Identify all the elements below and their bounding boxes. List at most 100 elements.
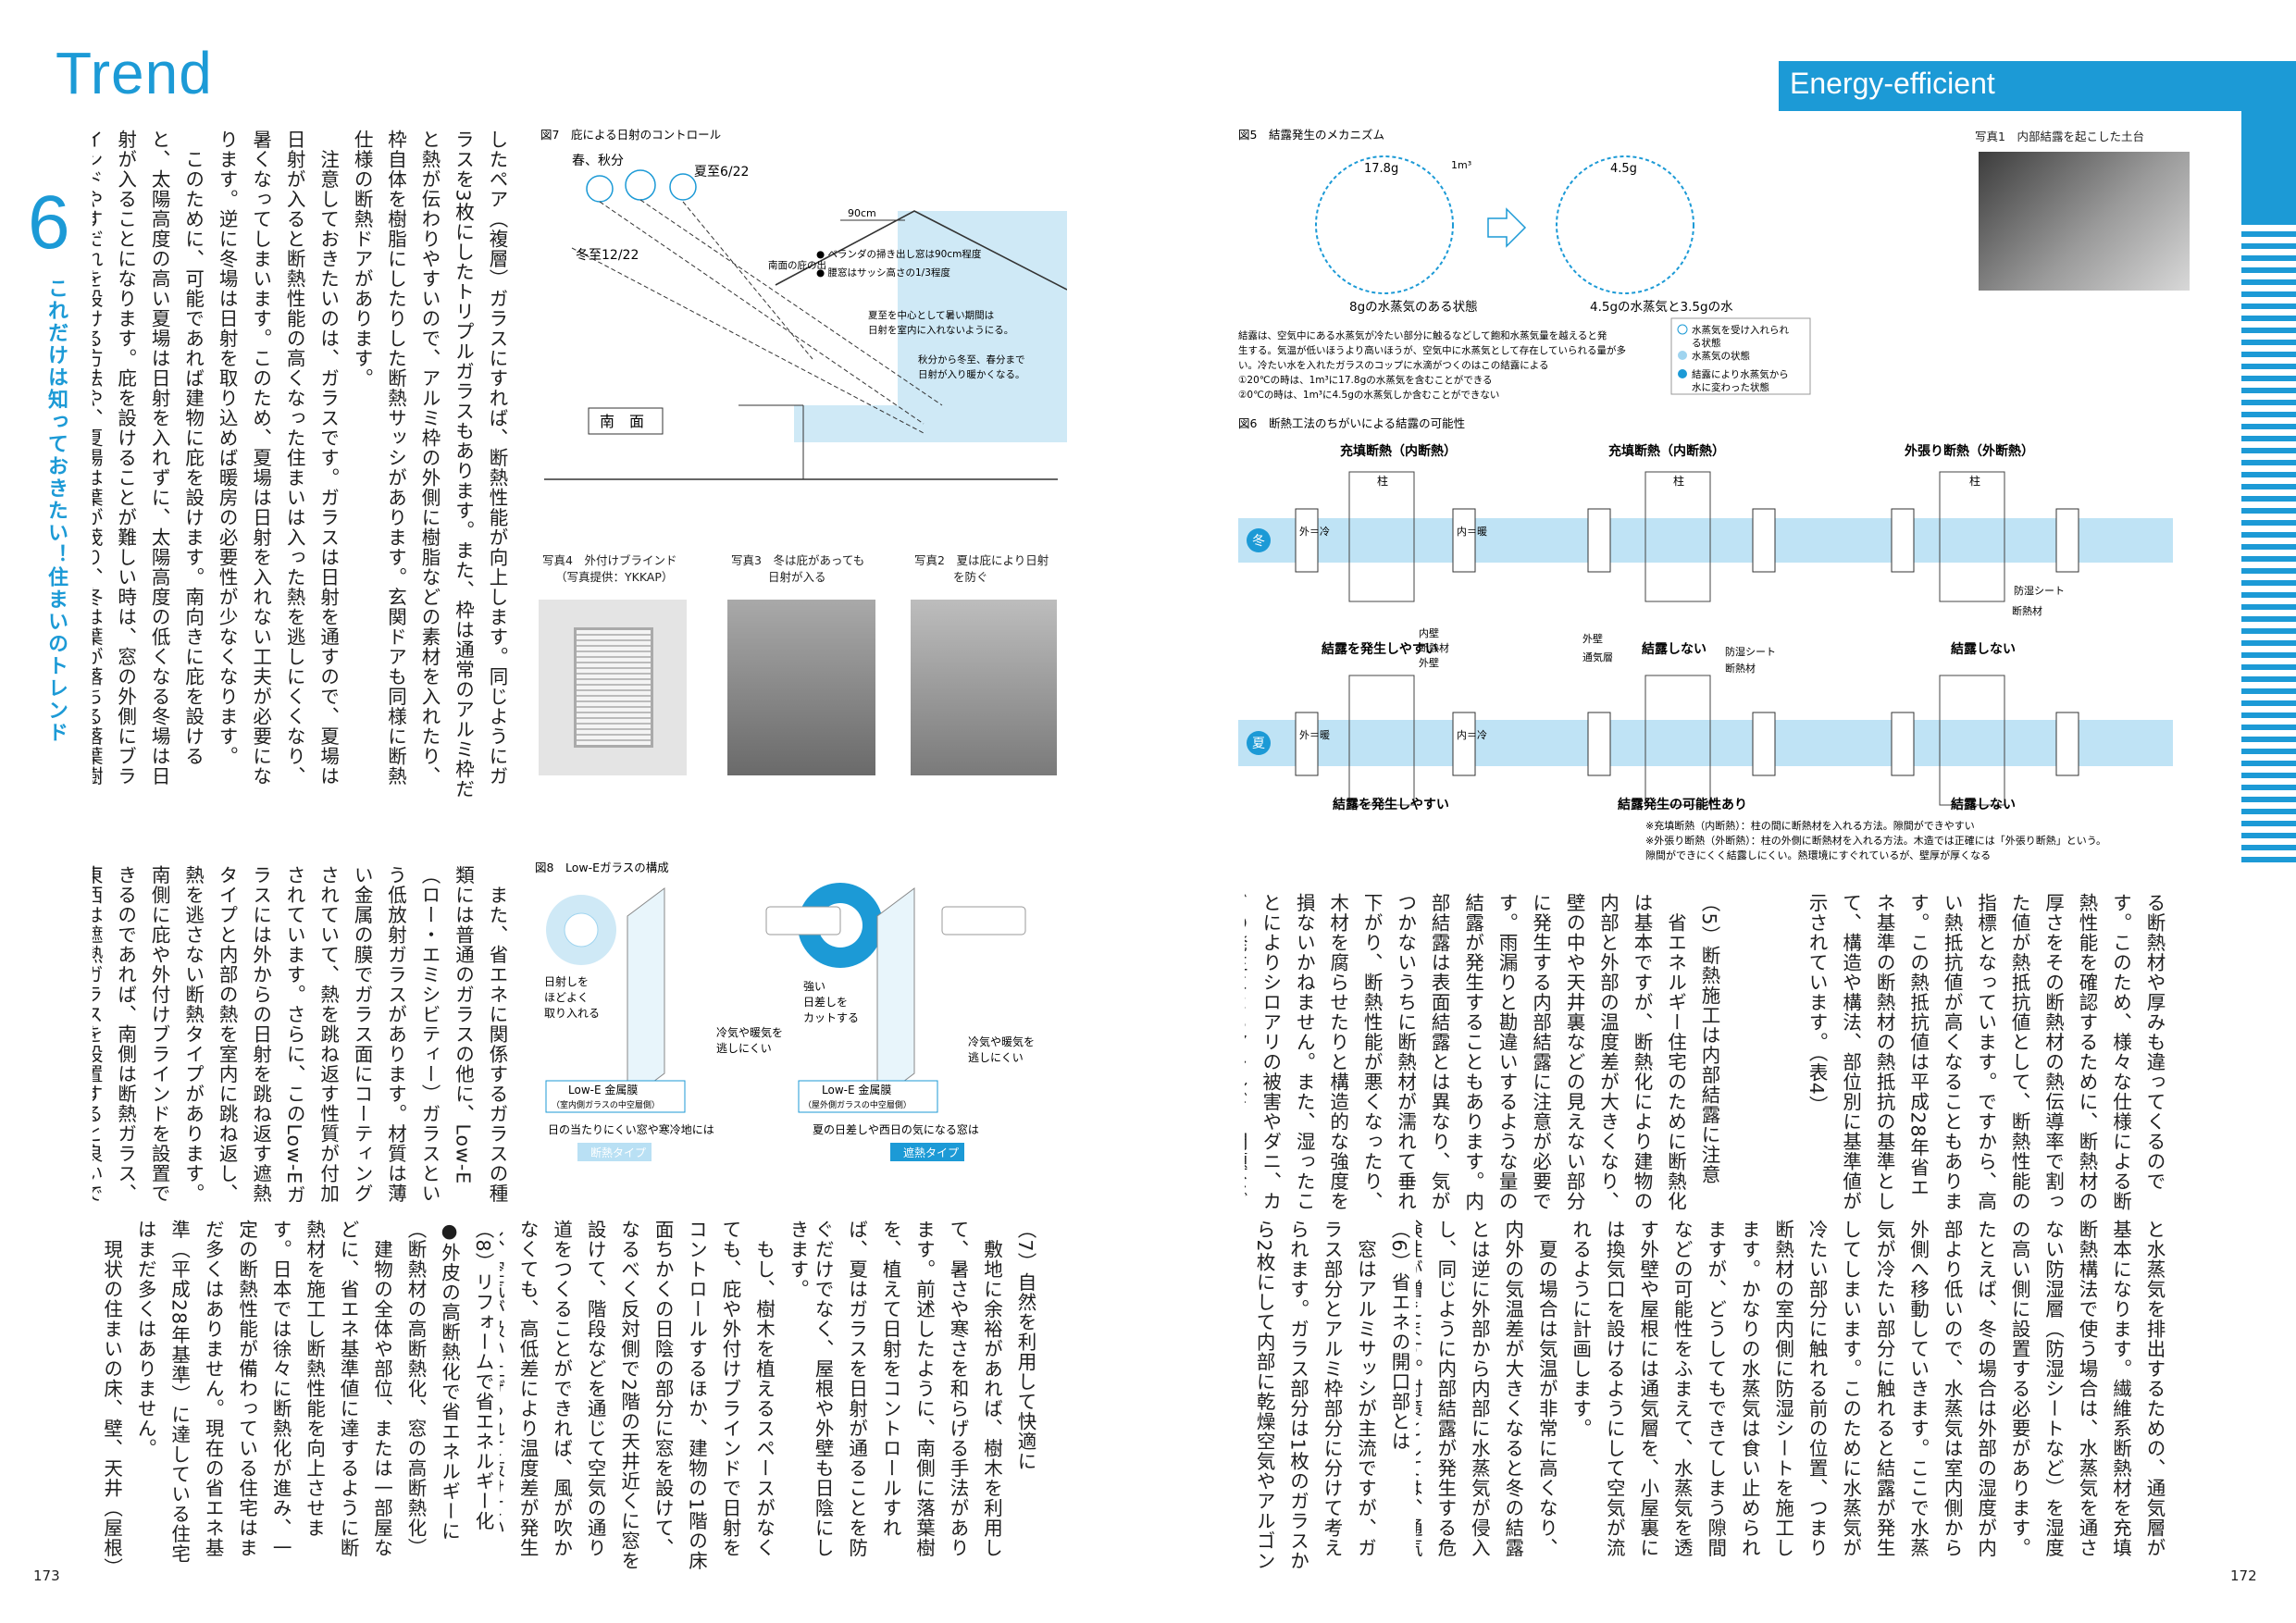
accent-bar — [2241, 111, 2296, 865]
left-bottom-column-1: きます。 もし、樹木を植えるスペースがなくても、庇や外付けブラインドで日射をコン… — [500, 1220, 809, 1571]
fig6-note2: ※外張り断熱（外断熱）：柱の外側に断熱材を入れる方法。木造では正確には「外張り断… — [1645, 834, 2106, 847]
photo4-sub: （写真提供：YKKAP） — [555, 570, 674, 584]
fig5-cap2: 4.5gの水蒸気と3.5gの水 — [1590, 300, 1733, 315]
fig8-lowe-glass: 図8 Low-Eガラスの構成 日射しを ほどよく 取り入れる 冷気や暖気を 逃し… — [535, 861, 1035, 1161]
page-number-right: 172 — [2230, 1567, 2257, 1584]
fig7-bullet-1: ● ベランダの掃き出し窓は90cm程度 — [816, 248, 982, 260]
photo1-title: 写真1 内部結露を起こした土台 — [1975, 130, 2144, 143]
section-banner: Energy-efficient — [1779, 61, 2296, 111]
fig8-left-box1: Low-E 金属膜 — [568, 1083, 638, 1096]
fig8-left-caption: 日の当たりにくい窓や寒冷地には — [548, 1122, 714, 1136]
fig5-condensation: 図5 結露発生のメカニズム 17.8g 4.5g 1m³ 8gの水蒸気のある状態… — [1238, 128, 1811, 401]
chapter-title: これだけは知っておきたい！住まいのトレンド — [44, 278, 68, 744]
fig7-sun-diagram: 図7 庇による日射のコントロール 春、秋分 夏至6/22 冬至12/22 90c… — [540, 128, 1067, 480]
fig8-right-label3: カットする — [803, 1011, 859, 1024]
fig8-left-label1: 日射しを — [544, 974, 589, 988]
fig6-insul-3: 断熱材 — [2012, 604, 2042, 617]
fig7-note2a: 秋分から冬至、春分まで — [918, 353, 1025, 365]
fig8-left-label3: 取り入れる — [544, 1007, 600, 1020]
fig8-left-box2: （室内側ガラスの中空層側） — [552, 1099, 660, 1110]
fig7-note2b: 日射が入り暖かくなる。 — [918, 368, 1025, 380]
fig5-desc1: 結露は、空気中にある水蒸気が冷たい部分に触るなどして飽和水蒸気量を越えると発 — [1238, 329, 1607, 341]
fig6-outer-wall: 外壁 — [1419, 656, 1439, 669]
fig6-out-cold-1: 外＝冷 — [1299, 526, 1330, 538]
fig6-r2c3: 結露しない — [1951, 797, 2016, 812]
fig5-cap1: 8gの水蒸気のある状態 — [1349, 300, 1478, 315]
fig6-insul-2: 断熱材 — [1725, 662, 1756, 675]
section-title: Energy-efficient — [1790, 67, 1995, 100]
fig6-vapor: 防湿シート — [1725, 645, 1776, 658]
fig6-summer: 夏 — [1252, 737, 1265, 751]
left-top-column: したペア（複層）ガラスにすれば、断熱性能が向上します。同じようにガラスを3枚にし… — [93, 130, 508, 799]
fig6-inner-wall: 内壁 — [1419, 626, 1439, 639]
fig5-title: 図5 結露発生のメカニズム — [1238, 128, 1384, 142]
right-column-d: （6）省エネの開口部とは 窓はアルミサッシが主流ですが、ガラス部分とアルミ枠部分… — [1253, 1220, 1410, 1571]
fig5-desc4: ①20℃の時は、1m³に17.8gの水蒸気を含むことができる — [1238, 374, 1493, 386]
accent-bar-solid — [2241, 111, 2296, 222]
fig8-left-air2: 逃しにくい — [716, 1042, 772, 1055]
fig7-note1b: 日射を室内に入れないようにる。 — [868, 324, 1013, 336]
fig6-note1: ※充填断熱（内断熱）：柱の間に断熱材を入れる方法。隙間ができやすい — [1645, 819, 1975, 832]
left-bottom-column-2: （7）自然を利用して快適に 敷地に余裕があれば、樹木を利用して、暑さや寒さを和ら… — [814, 1220, 1036, 1558]
fig6-pillar-1: 柱 — [1377, 474, 1388, 488]
fig7-note1a: 夏至を中心として暑い期間は — [868, 309, 994, 321]
fig5-legend2: 水蒸気の状態 — [1692, 350, 1750, 362]
fig6-note3: 隙間ができにくく結露しにくい。熱環境にすぐれているが、壁厚が厚くなる — [1645, 849, 1991, 861]
fig6-out-warm-1: 外＝暖 — [1299, 729, 1330, 741]
fig7-width-label: 90cm — [848, 207, 876, 219]
fig6-outer-wall-2: 外壁 — [1582, 632, 1603, 645]
fig7-winter-label: 冬至12/22 — [576, 248, 639, 263]
photo2-title: 写真2 夏は庇により日射 — [914, 553, 1049, 567]
fig6-pillar-2: 柱 — [1673, 474, 1684, 488]
fig7-south-label: 南 面 — [600, 413, 644, 430]
fig7-summer-label: 夏至6/22 — [694, 165, 749, 180]
photo3-sub: 日射が入る — [768, 570, 826, 584]
fig6-h2: 充填断熱（内断熱） — [1608, 443, 1725, 459]
fig6-r2c2: 結露発生の可能性あり — [1618, 797, 1747, 812]
fig6-vapor-2: 防湿シート — [2014, 584, 2065, 597]
fig5-amount1: 17.8g — [1364, 162, 1398, 176]
fig6-title: 図6 断熱工法のちがいによる結露の可能性 — [1238, 416, 1465, 430]
photo4-title: 写真4 外付けブラインド — [542, 553, 677, 567]
right-column-b: （5）断熱施工は内部結露に注意 省エネルギー住宅のために断熱化は基本ですが、断熱… — [1245, 893, 1720, 1211]
fig7-bullet-2: ● 腰窓はサッシ高さの1/3程度 — [816, 266, 950, 279]
fig8-title: 図8 Low-Eガラスの構成 — [535, 861, 669, 874]
fig8-right-air2: 逃しにくい — [968, 1051, 1024, 1064]
fig8-right-box2: （屋外側ガラスの中空層側） — [803, 1099, 912, 1110]
fig7-spring-label: 春、秋分 — [572, 154, 624, 168]
fig8-left-label2: ほどよく — [544, 991, 589, 1004]
fig6-h3: 外張り断熱（外断熱） — [1905, 443, 2034, 459]
fig5-desc2: 生する。気温が低いほうより高いほうが、空気中に水蒸気として存在していられる量が多 — [1238, 344, 1626, 356]
photo1-image — [1979, 152, 2190, 291]
fig8-right-caption: 夏の日差しや西日の気になる窓は — [813, 1122, 979, 1136]
fig5-desc5: ②0℃の時は、1m³に4.5gの水蒸気しか含むことができない — [1238, 389, 1499, 401]
fig6-insul: 断熱材 — [1419, 641, 1449, 654]
right-column-c: と水蒸気を排出するための、通気層が基本になります。繊維系断熱材を充填断熱構法で使… — [1416, 1220, 2166, 1558]
fig8-left-air1: 冷気や暖気を — [716, 1025, 783, 1039]
fig5-legend1b: る状態 — [1692, 337, 1721, 349]
fig6-winter: 冬 — [1252, 534, 1265, 549]
trend-heading: Trend — [56, 40, 213, 106]
photo2-sub: を防ぐ — [953, 570, 988, 584]
photo4-image — [539, 600, 687, 775]
fig5-desc3: い。冷たい水を入れたガラスのコップに水滴がつくのはこの結露による — [1238, 359, 1548, 371]
fig8-right-type: 遮熱タイプ — [903, 1146, 959, 1159]
fig6-insulation: 図6 断熱工法のちがいによる結露の可能性 充填断熱（内断熱） 充填断熱（内断熱）… — [1238, 416, 2173, 861]
fig5-legend3b: 水に変わった状態 — [1692, 381, 1769, 393]
fig6-in-warm-1: 内＝暖 — [1457, 525, 1487, 538]
photo3-title: 写真3 冬は庇があっても — [731, 553, 865, 567]
fig6-r2c1: 結露を発生しやすい — [1333, 797, 1449, 812]
fig8-right-air1: 冷気や暖気を — [968, 1035, 1035, 1048]
fig5-legend1a: 水蒸気を受け入れられ — [1692, 324, 1789, 336]
chapter-number: 6 — [28, 180, 70, 265]
fig5-legend3a: 結露により水蒸気から — [1692, 368, 1789, 380]
fig6-h1: 充填断熱（内断熱） — [1340, 443, 1457, 459]
fig6-vent: 通気層 — [1582, 650, 1613, 663]
fig8-right-label1: 強い — [803, 980, 825, 993]
fig6-r1c3: 結露しない — [1951, 641, 2016, 657]
fig6-in-cold-1: 内＝冷 — [1457, 728, 1487, 741]
left-bottom-column-3: （8）リフォームで省エネルギー化 ●外皮の高断熱化で省エネルギーに（断熱材の高断… — [100, 1220, 494, 1568]
photo2-image — [911, 600, 1057, 775]
left-mid-column: また、省エネに関係するガラスの種類には普通のガラスの他に、Low-E（ロー・エミ… — [93, 865, 508, 1205]
fig6-r1c1: 結露を発生しやすい — [1322, 641, 1438, 657]
